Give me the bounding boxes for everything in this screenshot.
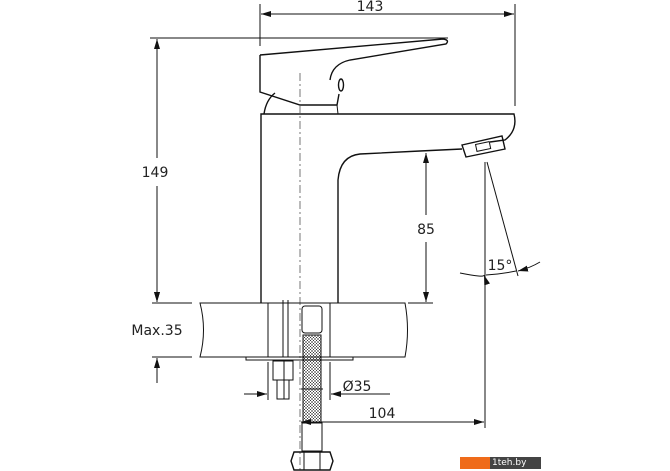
countertop-section	[199, 300, 408, 361]
height-dimension: 149	[142, 37, 448, 302]
watermark-orange-block	[460, 457, 490, 469]
spout-angle-dimension: 15°	[459, 161, 541, 428]
width-dimension: 143	[259, 0, 516, 106]
faucet-handle	[259, 38, 449, 115]
angle-label: 15°	[488, 258, 513, 274]
countertop-thickness-dimension: Max.35	[131, 284, 192, 383]
max-thickness-label: Max.35	[131, 323, 182, 339]
spout-height-dimension: 85	[408, 153, 435, 304]
hole-diameter-dimension: Ø35	[244, 362, 390, 400]
reach-dimension: 104	[301, 406, 484, 425]
height-label: 149	[142, 165, 169, 181]
watermark-logo: 1teh.by	[460, 457, 541, 469]
faucet-body	[260, 113, 516, 303]
watermark-text: 1teh.by	[490, 457, 541, 469]
mounting-stud	[272, 360, 294, 400]
spout-height-label: 85	[417, 222, 435, 238]
supply-hose	[290, 305, 334, 471]
diameter-label: Ø35	[343, 379, 372, 395]
reach-label: 104	[369, 406, 396, 422]
width-label: 143	[357, 0, 384, 15]
